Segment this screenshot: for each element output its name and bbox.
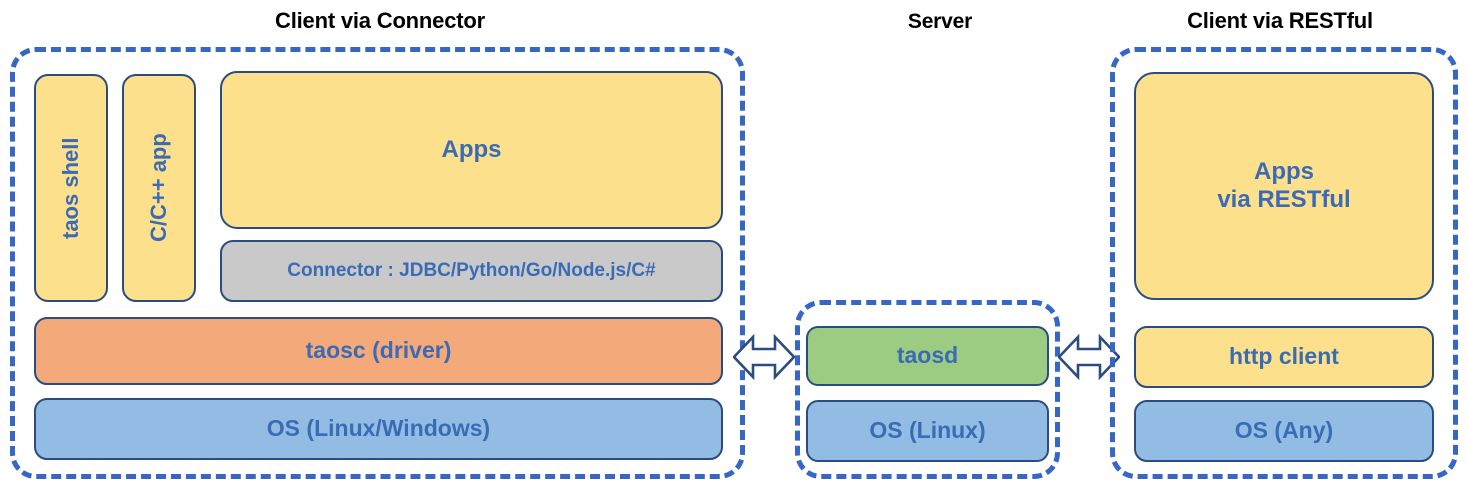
double-arrow-icon-server-restful bbox=[1057, 331, 1121, 383]
double-arrow-icon-client-server bbox=[732, 331, 796, 383]
group-server bbox=[795, 300, 1060, 479]
section-title-server: Server bbox=[907, 10, 973, 33]
section-title-client-via-connector: Client via Connector bbox=[275, 8, 485, 33]
block-os-any[interactable]: OS (Any) bbox=[1134, 400, 1434, 462]
block-c-cpp-app[interactable]: C/C++ app bbox=[122, 74, 196, 302]
block-apps-via-restful[interactable]: Apps via RESTful bbox=[1134, 72, 1434, 300]
block-connector-libraries[interactable]: Connector : JDBC/Python/Go/Node.js/C# bbox=[220, 240, 723, 302]
group-client-via-connector bbox=[10, 47, 745, 479]
block-taosd[interactable]: taosd bbox=[806, 326, 1049, 386]
block-apps[interactable]: Apps bbox=[220, 71, 723, 229]
block-os-linux[interactable]: OS (Linux) bbox=[806, 400, 1049, 462]
block-taosc-driver[interactable]: taosc (driver) bbox=[34, 317, 723, 385]
block-apps-via-restful-line1: Apps bbox=[1253, 157, 1314, 185]
block-http-client[interactable]: http client bbox=[1134, 326, 1434, 388]
block-apps-via-restful-line2: via RESTful bbox=[1217, 186, 1351, 213]
group-client-via-restful bbox=[1110, 47, 1458, 479]
block-os-linux-windows[interactable]: OS (Linux/Windows) bbox=[34, 398, 723, 460]
block-taos-shell[interactable]: taos shell bbox=[34, 74, 108, 302]
section-title-client-via-restful: Client via RESTful bbox=[1187, 8, 1373, 33]
